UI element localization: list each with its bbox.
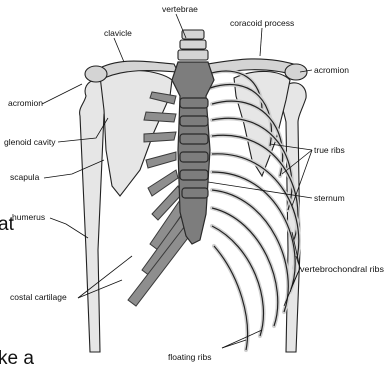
label-sternum: sternum bbox=[314, 193, 345, 203]
label-vertebrochondral-ribs: vertebrochondral ribs bbox=[300, 264, 384, 274]
label-vertebrae: vertebrae bbox=[162, 4, 198, 14]
label-glenoid-cavity: glenoid cavity bbox=[4, 137, 56, 147]
left-acromion-shape bbox=[85, 66, 107, 82]
text-fragment-at: at bbox=[0, 214, 15, 235]
label-costal-cartilage: costal cartilage bbox=[10, 292, 67, 302]
label-acromion-left: acromion bbox=[8, 98, 43, 108]
vertebra-3 bbox=[178, 50, 208, 60]
skeleton-illustration bbox=[80, 30, 307, 352]
label-clavicle: clavicle bbox=[104, 28, 132, 38]
vertebra-1 bbox=[182, 30, 204, 39]
label-scapula: scapula bbox=[10, 172, 40, 182]
label-floating-ribs: floating ribs bbox=[168, 352, 211, 362]
label-humerus: humerus bbox=[12, 212, 45, 222]
label-coracoid-process: coracoid process bbox=[230, 18, 294, 28]
label-true-ribs: true ribs bbox=[314, 145, 345, 155]
label-acromion-right: acromion bbox=[314, 65, 349, 75]
vertebra-2 bbox=[180, 40, 206, 49]
text-fragment-ke-a: ke a bbox=[0, 348, 34, 369]
right-acromion-shape bbox=[285, 64, 307, 80]
